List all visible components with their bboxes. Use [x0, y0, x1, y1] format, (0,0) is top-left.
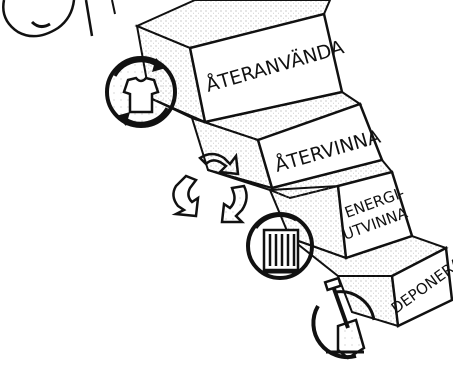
- top-partial-icon: [3, 0, 115, 36]
- t-shirt-recycle-icon: [107, 58, 175, 126]
